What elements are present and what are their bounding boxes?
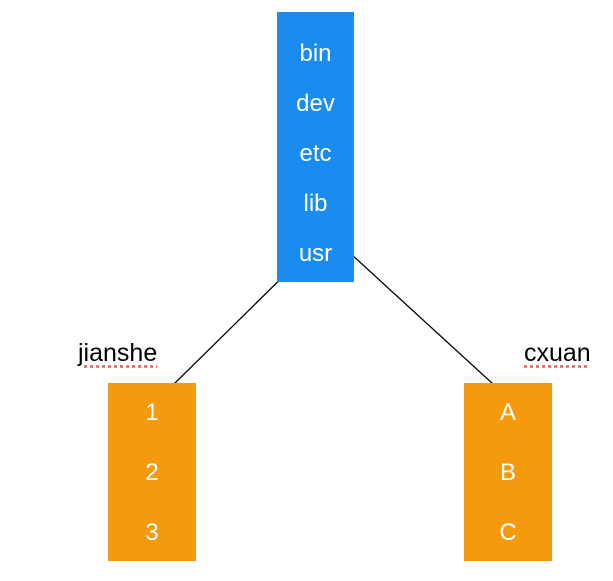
- dir-item-lib: lib: [303, 190, 328, 217]
- connector-usr-to-cxuan: [350, 253, 494, 385]
- branch-label-jianshe: jianshe: [78, 339, 158, 367]
- dir-item-dev: dev: [296, 90, 335, 117]
- cxuan-item-c: C: [499, 519, 517, 546]
- dir-item-bin: bin: [299, 40, 332, 67]
- jianshe-directory-box: 1 2 3: [108, 383, 196, 561]
- cxuan-item-a: A: [499, 399, 516, 426]
- cxuan-directory-box: A B C: [464, 383, 552, 561]
- jianshe-item-1: 1: [145, 399, 159, 426]
- dir-item-etc: etc: [299, 140, 332, 167]
- dir-item-usr: usr: [298, 240, 333, 267]
- root-directory-box: bin dev etc lib usr: [277, 12, 354, 282]
- jianshe-item-3: 3: [145, 519, 159, 546]
- branch-label-cxuan: cxuan: [524, 339, 591, 367]
- cxuan-item-b: B: [499, 459, 516, 486]
- jianshe-item-2: 2: [145, 459, 159, 486]
